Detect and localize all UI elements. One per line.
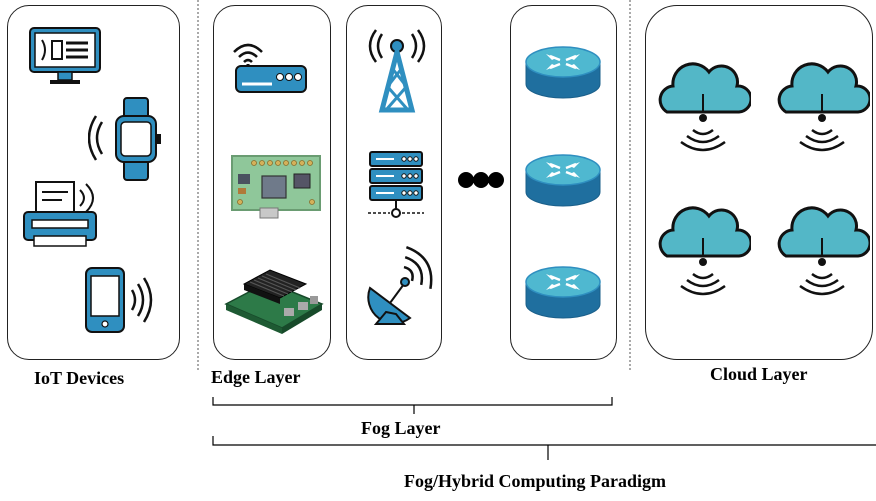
printer-icon [23,181,97,247]
wifi-router-icon [233,43,307,93]
iot-devices-label: IoT Devices [34,368,125,388]
cloud-layer-panel [645,5,873,360]
cloud-wireless-icon [777,206,870,296]
cloud-layer-label: Cloud Layer [710,364,808,384]
monitor-icon [29,27,101,84]
jetson-board-icon [224,269,324,334]
cloud-wireless-icon [777,62,870,152]
fog-layer-label: Fog Layer [361,418,441,438]
edge-layer-label: Edge Layer [211,367,301,387]
circuit-board-icon [231,155,321,219]
smartphone-icon [85,267,153,333]
router-icon [525,154,601,207]
cloud-wireless-icon [658,206,751,296]
router-icon [525,46,601,99]
server-rack-icon [368,151,424,218]
fog-layer-brace [212,397,613,414]
smartwatch-icon [88,97,161,181]
ellipsis-dots [458,172,504,188]
router-icon [525,266,601,319]
paradigm-brace [212,436,876,460]
cloud-wireless-icon [658,62,751,152]
cell-tower-icon [368,29,426,113]
satellite-dish-icon [367,246,433,325]
paradigm-label: Fog/Hybrid Computing Paradigm [404,471,667,491]
